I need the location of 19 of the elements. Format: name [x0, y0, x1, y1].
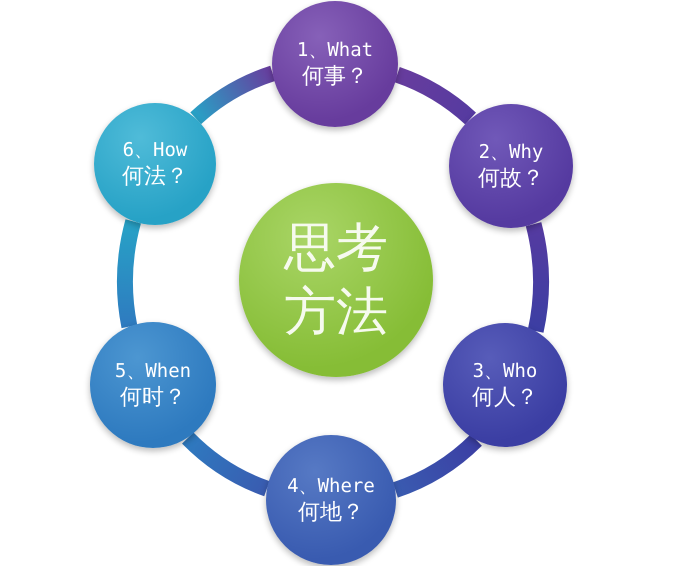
step-subtitle: 何地？ — [298, 499, 364, 527]
step-subtitle: 何法？ — [122, 163, 188, 191]
ring-connector — [394, 67, 476, 125]
step-title: 2、Why — [478, 140, 544, 165]
ring-connector — [392, 434, 482, 498]
step-title: 3、Who — [472, 359, 538, 384]
step-subtitle: 何人？ — [472, 384, 538, 412]
step-title: 1、What — [296, 38, 374, 63]
step-title: 6、How — [122, 138, 188, 163]
ring-connector — [117, 220, 142, 328]
topic-label: 思考方法 — [282, 217, 389, 344]
step-subtitle: 何事？ — [302, 63, 368, 91]
step-title: 4、Where — [287, 474, 375, 499]
ring-connector — [182, 432, 270, 496]
step-subtitle: 何故？ — [478, 165, 544, 193]
ring-connector — [190, 66, 276, 124]
step-subtitle: 何时？ — [120, 384, 186, 412]
ring-connector — [526, 222, 549, 332]
step-title: 5、When — [114, 359, 192, 384]
